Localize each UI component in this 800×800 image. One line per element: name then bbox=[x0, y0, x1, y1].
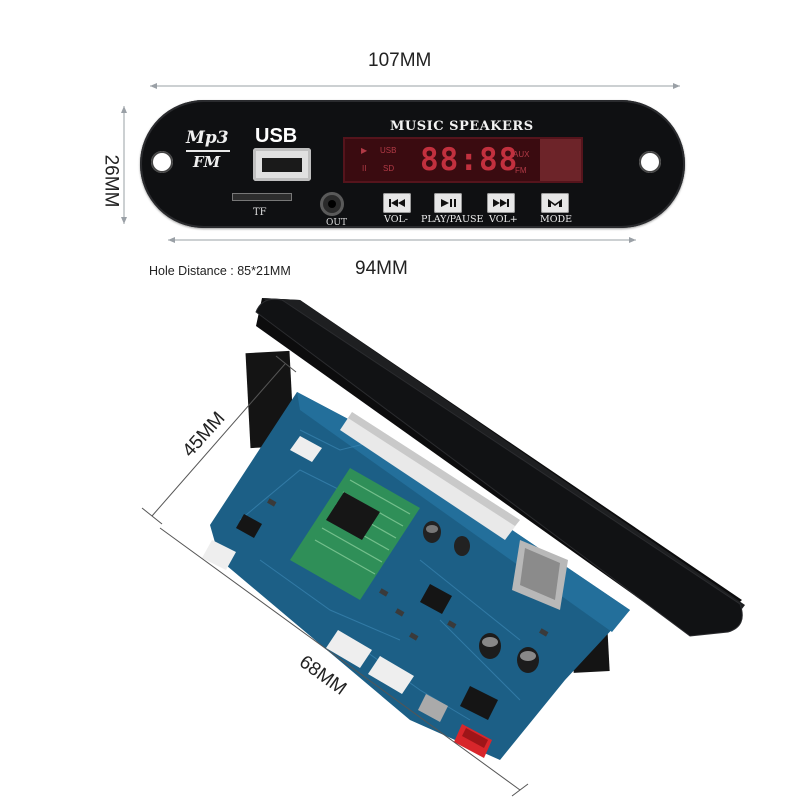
display-glare bbox=[540, 139, 581, 181]
play-pause-icon bbox=[441, 199, 456, 207]
usb-port-tongue bbox=[262, 158, 302, 172]
mounting-hole-left bbox=[151, 151, 173, 173]
display-pause-indicator: II bbox=[362, 164, 367, 173]
audio-jack-hole bbox=[328, 200, 336, 208]
out-label: OUT bbox=[326, 218, 347, 228]
width-top-label: 107MM bbox=[368, 50, 432, 71]
mode-icon bbox=[548, 199, 562, 207]
hole-distance-label: Hole Distance : 85*21MM bbox=[149, 264, 291, 278]
display-sd-indicator: SD bbox=[383, 164, 395, 173]
board-width-dimension-line bbox=[159, 527, 521, 791]
logo-divider bbox=[186, 150, 230, 152]
vol-down-label: VOL- bbox=[384, 214, 409, 225]
pcb-board-photo bbox=[202, 298, 745, 760]
next-icon bbox=[493, 199, 509, 207]
display-aux-indicator: AUX bbox=[513, 150, 530, 159]
display-digits: 88:88 bbox=[420, 142, 519, 178]
vol-up-label: VOL+ bbox=[489, 214, 518, 225]
height-side-label: 26MM bbox=[100, 154, 122, 208]
display-usb-indicator: USB bbox=[380, 146, 397, 155]
display-play-indicator: ▶ bbox=[361, 146, 368, 155]
logo-mp3: Mp3 bbox=[186, 128, 229, 148]
tf-card-slot[interactable] bbox=[232, 193, 292, 201]
mode-button[interactable] bbox=[541, 193, 569, 213]
display-fm-indicator: FM bbox=[515, 166, 527, 175]
usb-label: USB bbox=[255, 125, 298, 147]
mounting-hole-right bbox=[639, 151, 661, 173]
vol-down-button[interactable] bbox=[383, 193, 411, 213]
connector-bottom bbox=[326, 630, 372, 668]
prev-icon bbox=[389, 199, 405, 207]
width-bottom-label: 94MM bbox=[355, 258, 408, 279]
mode-label: MODE bbox=[540, 214, 573, 225]
logo-fm: FM bbox=[193, 153, 221, 171]
play-pause-label: PLAY/PAUSE bbox=[421, 214, 484, 225]
tf-label: TF bbox=[253, 207, 267, 218]
board-height-dimension-line bbox=[151, 363, 286, 517]
panel-title: MUSIC SPEAKERS bbox=[390, 119, 534, 134]
play-pause-button[interactable] bbox=[434, 193, 462, 213]
connector-left bbox=[202, 540, 236, 570]
vol-up-button[interactable] bbox=[487, 193, 515, 213]
